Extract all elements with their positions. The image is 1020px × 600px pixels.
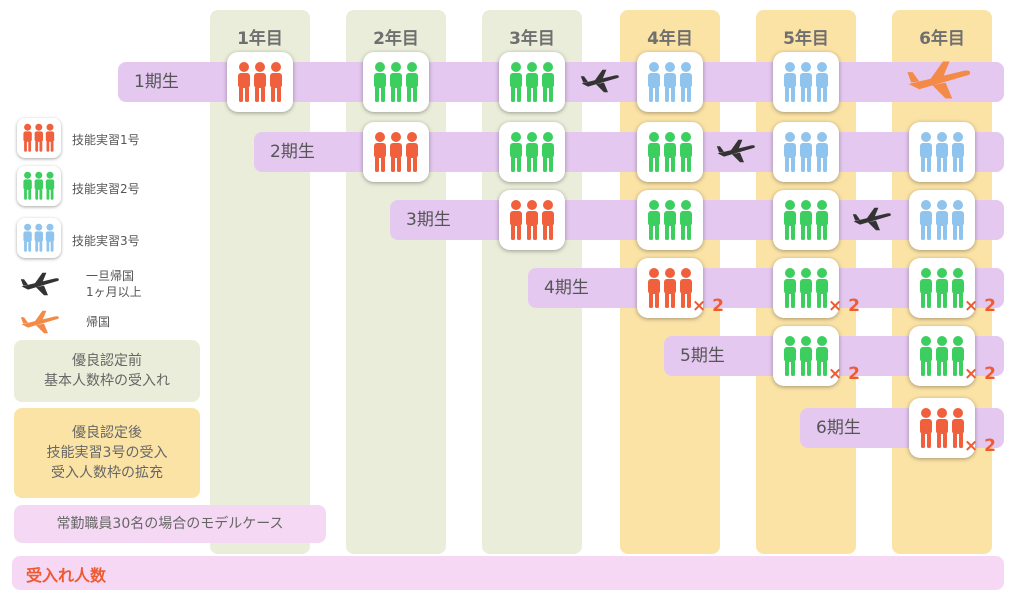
- note-after-line2: 技能実習3号の受入: [46, 445, 168, 461]
- multiplier-label: × 2: [828, 364, 860, 384]
- trainee-grade2-icon: [784, 336, 828, 376]
- legend-home-label: 帰国: [86, 315, 111, 329]
- cohort-label-4: 4期生: [544, 278, 589, 298]
- trainee-grade3-icon: [784, 62, 828, 102]
- totals-label: 受入れ人数: [26, 566, 107, 585]
- trainee-tile: [909, 258, 975, 318]
- trainee-grade2-icon: [784, 268, 828, 308]
- year-label-3: 3年目: [509, 29, 555, 49]
- legend-grade1-label: 技能実習1号: [72, 133, 140, 147]
- multiplier-label: × 2: [964, 436, 996, 456]
- trainee-grade1-icon: [238, 62, 282, 102]
- trainee-tile: [773, 122, 839, 182]
- temporary-return-plane-icon: [580, 69, 620, 97]
- temporary-return-plane-icon: [716, 139, 756, 167]
- trainee-tile: [227, 52, 293, 112]
- trainee-grade3-icon: [920, 200, 964, 240]
- temporary-return-plane-icon: [852, 207, 892, 235]
- trainee-grade1-icon: [374, 132, 418, 172]
- trainee-grade2-icon: [920, 268, 964, 308]
- trainee-tile: [773, 190, 839, 250]
- trainee-tile: [637, 258, 703, 318]
- legend-return-label-line1: 一旦帰国: [86, 269, 135, 283]
- legend-grade2-label: 技能実習2号: [72, 182, 140, 196]
- note-after-line3: 受入人数枠の拡充: [51, 465, 163, 481]
- note-after-line1: 優良認定後: [72, 425, 142, 441]
- legend-home-plane-icon: [20, 310, 60, 338]
- legend-grade3-icon: [17, 218, 61, 258]
- legend-grade1-icon: [17, 118, 61, 158]
- trainee-grade2-icon: [784, 200, 828, 240]
- trainee-grade2-icon: [648, 200, 692, 240]
- trainee-grade2-icon: [374, 62, 418, 102]
- year-label-6: 6年目: [919, 29, 965, 49]
- trainee-grade1-icon: [510, 200, 554, 240]
- trainee-grade1-icon: [648, 268, 692, 308]
- note-before-certification: 優良認定前 基本人数枠の受入れ: [14, 340, 200, 402]
- cohort-label-3: 3期生: [406, 210, 451, 230]
- trainee-grade3-icon: [784, 132, 828, 172]
- trainee-grade2-icon: [648, 132, 692, 172]
- trainee-tile: [773, 52, 839, 112]
- trainee-tile: [909, 122, 975, 182]
- trainee-grade2-icon: [920, 336, 964, 376]
- year-label-4: 4年目: [647, 29, 693, 49]
- trainee-grade3-icon: [920, 132, 964, 172]
- year-label-2: 2年目: [373, 29, 419, 49]
- cohort-label-6: 6期生: [816, 418, 861, 438]
- multiplier-label: × 2: [828, 296, 860, 316]
- cohort-label-1: 1期生: [134, 72, 179, 92]
- trainee-grade2-icon: [510, 62, 554, 102]
- legend-return-plane-icon: [20, 272, 60, 300]
- trainee-tile: [499, 52, 565, 112]
- trainee-tile: [637, 122, 703, 182]
- legend-return-label-line2: 1ヶ月以上: [86, 285, 142, 299]
- trainee-tile: [363, 52, 429, 112]
- multiplier-label: × 2: [692, 296, 724, 316]
- trainee-tile: [637, 190, 703, 250]
- trainee-grade2-icon: [510, 132, 554, 172]
- trainee-tile: [909, 190, 975, 250]
- cohort-label-5: 5期生: [680, 346, 725, 366]
- trainee-tile: [773, 258, 839, 318]
- trainee-tile: [773, 326, 839, 386]
- trainee-tile: [637, 52, 703, 112]
- return-home-plane-icon: [906, 60, 972, 104]
- cohort-label-2: 2期生: [270, 142, 315, 162]
- note-after-certification: 優良認定後 技能実習3号の受入 受入人数枠の拡充: [14, 408, 200, 498]
- note-before-line1: 優良認定前: [72, 353, 142, 369]
- multiplier-label: × 2: [964, 364, 996, 384]
- legend-grade3-label: 技能実習3号: [72, 234, 140, 248]
- trainee-tile: [909, 398, 975, 458]
- trainee-grade3-icon: [648, 62, 692, 102]
- year-label-1: 1年目: [237, 29, 283, 49]
- legend-grade2-icon: [17, 166, 61, 206]
- trainee-tile: [499, 122, 565, 182]
- trainee-tile: [909, 326, 975, 386]
- trainee-tile: [499, 190, 565, 250]
- note-model-case: 常勤職員30名の場合のモデルケース: [14, 505, 326, 543]
- trainee-grade1-icon: [920, 408, 964, 448]
- year-label-5: 5年目: [783, 29, 829, 49]
- note-before-line2: 基本人数枠の受入れ: [44, 373, 170, 389]
- trainee-tile: [363, 122, 429, 182]
- multiplier-label: × 2: [964, 296, 996, 316]
- totals-bar: [12, 556, 1004, 590]
